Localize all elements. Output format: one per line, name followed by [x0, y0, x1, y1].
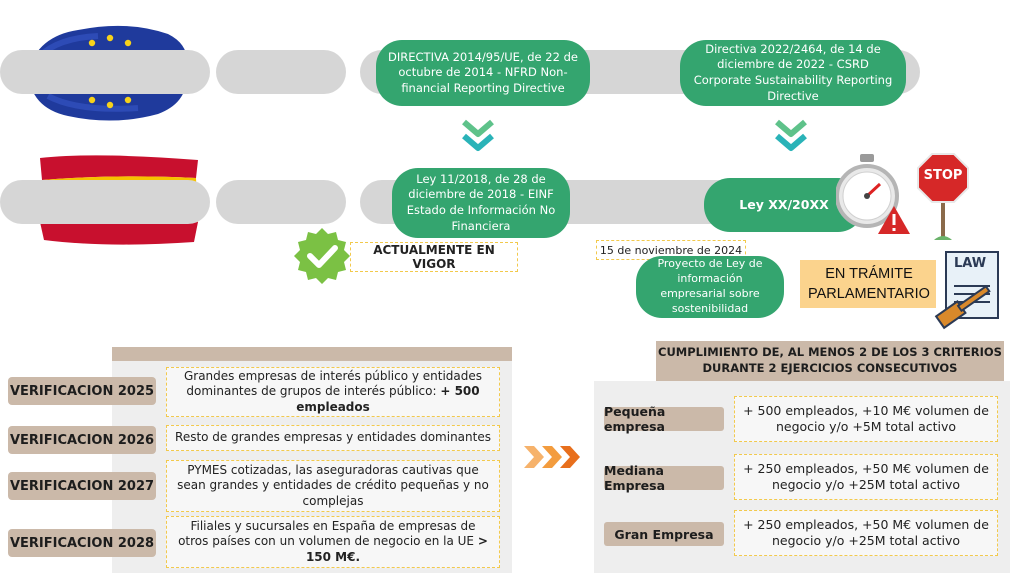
stop-sign-icon [916, 152, 970, 244]
verification-2025-label: VERIFICACION 2025 [8, 377, 156, 405]
einf-law-pill: Ley 11/2018, de 28 de diciembre de 2018 … [392, 168, 570, 238]
chevron-down-icon [460, 118, 496, 157]
verification-2025-text: Grandes empresas de interés público y en… [166, 367, 500, 417]
law-document-icon [932, 250, 1004, 332]
es-timeline-segment-2 [216, 180, 346, 224]
nfrd-directive-text: DIRECTIVA 2014/95/UE, de 22 de octubre d… [388, 49, 578, 95]
chevron-down-icon [773, 118, 809, 157]
nfrd-directive-pill: DIRECTIVA 2014/95/UE, de 22 de octubre d… [376, 40, 590, 106]
verification-2027-label: VERIFICACION 2027 [8, 472, 156, 500]
csrd-directive-pill: Directiva 2022/2464, de 14 de diciembre … [680, 40, 906, 106]
small-company-criteria: + 500 empleados, +10 M€ volumen de negoc… [734, 396, 998, 442]
in-force-label: ACTUALMENTE EN VIGOR [350, 242, 518, 272]
project-date-label: 15 de noviembre de 2024 [596, 240, 746, 260]
verification-2026-label: VERIFICACION 2026 [8, 426, 156, 454]
eu-timeline-segment-2 [216, 50, 346, 94]
verification-2026-text: Resto de grandes empresas y entidades do… [166, 425, 500, 451]
verification-2028-text: Filiales y sucursales en España de empre… [166, 516, 500, 568]
criteria-title: CUMPLIMIENTO DE, AL MENOS 2 DE LOS 3 CRI… [656, 341, 1004, 381]
stopwatch-icon [835, 150, 916, 240]
medium-company-label: Mediana Empresa [604, 463, 724, 493]
arrow-right-icon [524, 444, 584, 470]
parliament-status-text: EN TRÁMITE PARLAMENTARIO [808, 266, 930, 303]
verification-2028-label: VERIFICACION 2028 [8, 529, 156, 557]
es-timeline-segment-1 [0, 180, 210, 224]
csrd-directive-text: Directiva 2022/2464, de 14 de diciembre … [693, 41, 893, 103]
project-law-pill: Proyecto de Ley de información empresari… [636, 256, 784, 318]
einf-law-text: Ley 11/2018, de 28 de diciembre de 2018 … [406, 171, 556, 233]
ley-xx-text: Ley XX/20XX [739, 196, 829, 212]
stop-sign-text: STOP [923, 168, 963, 183]
small-company-label: Pequeña empresa [604, 404, 724, 434]
law-document-text: LAW [953, 256, 987, 271]
large-company-criteria: + 250 empleados, +50 M€ volumen de negoc… [734, 510, 998, 556]
project-law-text: Proyecto de Ley de información empresari… [657, 257, 763, 315]
large-company-label: Gran Empresa [604, 522, 724, 546]
verification-panel-header [112, 347, 512, 361]
parliament-status-box [800, 260, 936, 308]
medium-company-criteria: + 250 empleados, +50 M€ volumen de negoc… [734, 454, 998, 500]
eu-timeline-segment-1 [0, 50, 210, 94]
check-badge-icon [292, 226, 352, 286]
verification-2027-text: PYMES cotizadas, las aseguradoras cautiv… [166, 460, 500, 512]
